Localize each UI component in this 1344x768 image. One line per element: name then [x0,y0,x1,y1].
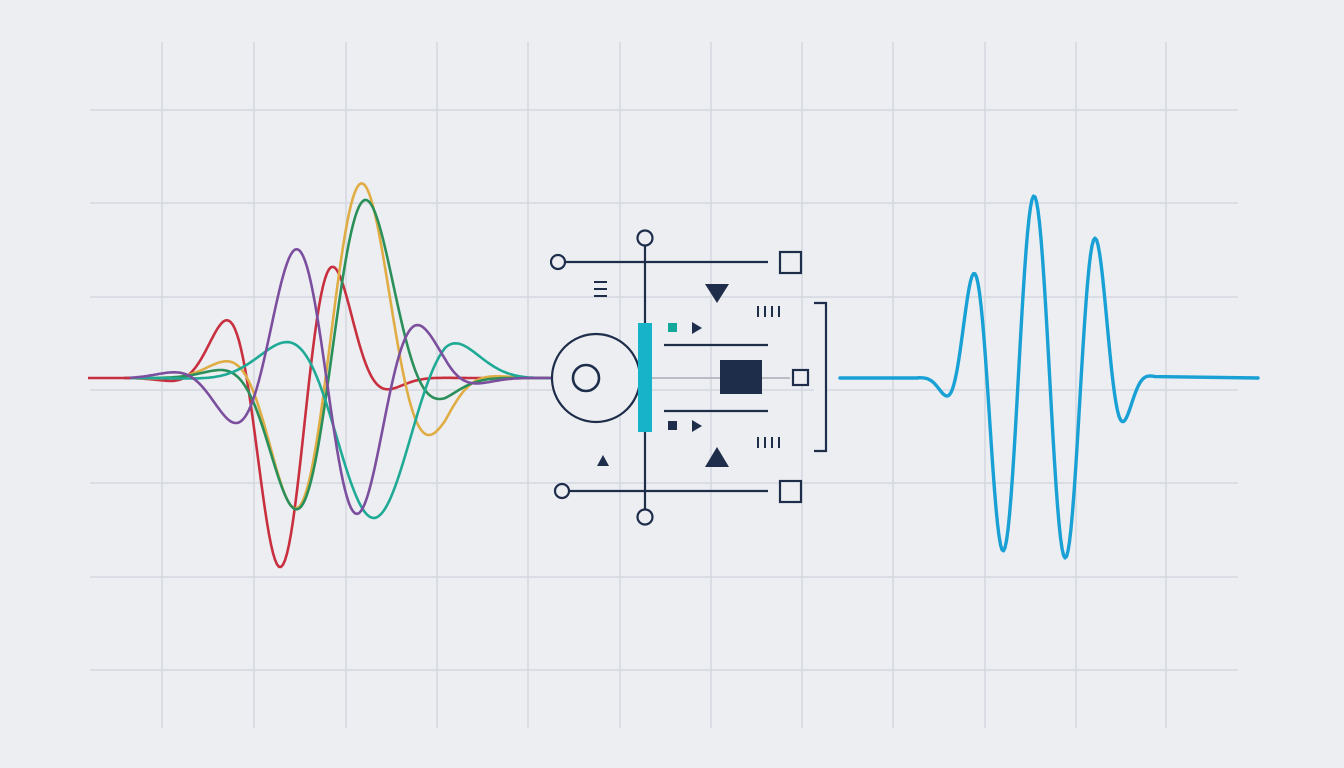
top-left-terminal-circle [549,253,567,271]
background-grid [90,42,1238,728]
input-wave-series [123,340,567,520]
spine-bottom-terminal-circle [636,508,654,526]
small-triangle-up-icon [597,455,609,466]
bracket-icon [814,301,828,453]
input-wave-series [123,198,567,511]
output-clean-waveform [838,194,1260,560]
play-arrow-icon [692,322,702,334]
filter-bar [638,323,652,432]
tick-marks-icon [594,281,607,297]
teal-square-icon [668,323,677,332]
filter-core-block [720,360,762,394]
bottom-right-terminal-square [778,479,803,504]
top-right-terminal-square [778,250,803,275]
output-wave-line [838,194,1260,560]
input-wave-series [123,265,567,569]
lower-tick-bars-icon [757,437,780,448]
play-arrow-lower-icon [692,420,702,432]
input-noisy-waveforms [88,182,567,569]
output-terminal-square [791,368,810,387]
triangle-down-icon [705,284,729,303]
filter-schematic [549,229,828,526]
upper-tick-bars-icon [757,306,780,317]
navy-square-icon [668,421,677,430]
input-wave-series [123,182,567,510]
bottom-left-terminal-circle [553,482,571,500]
spine-top-terminal-circle [636,229,654,247]
input-wave-series [123,247,567,516]
input-lens-inner-circle [571,363,601,393]
triangle-up-icon [705,447,729,467]
